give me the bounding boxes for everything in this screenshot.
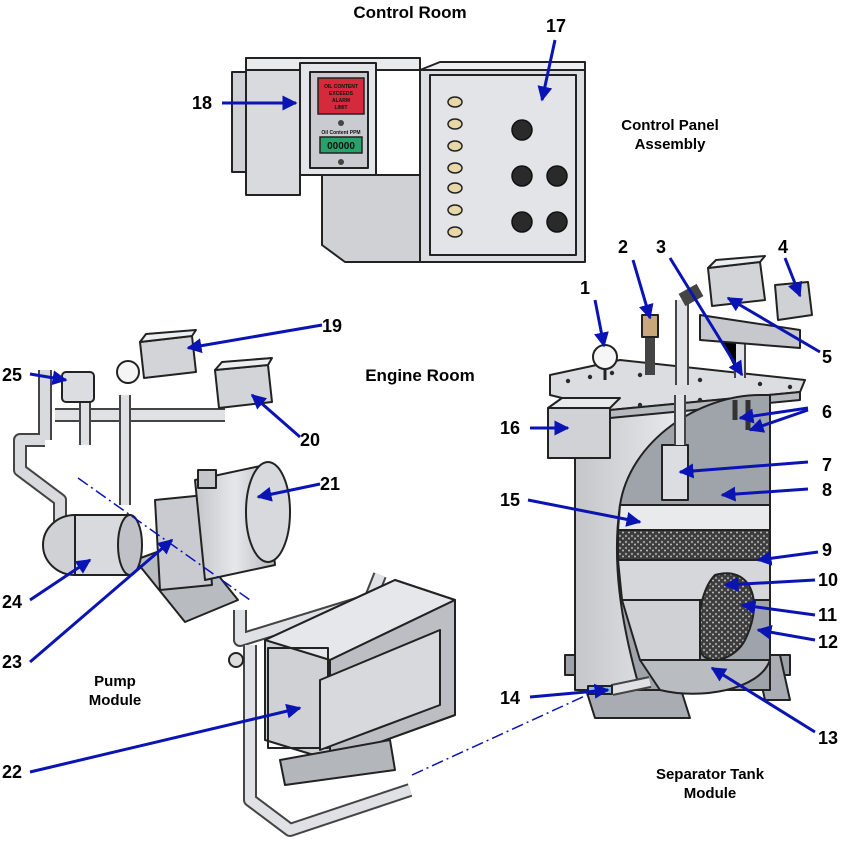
separator-module-title: Separator Tank Module xyxy=(635,765,785,803)
lamp-icon xyxy=(447,96,463,108)
arrow-3 xyxy=(668,257,744,377)
callout-22: 22 xyxy=(2,762,23,782)
arrow-1 xyxy=(593,299,609,348)
knob-icon xyxy=(511,165,533,187)
ppm-label: Oil Content PPM xyxy=(321,130,360,136)
callout-9: 9 xyxy=(822,540,833,560)
lamp-icon xyxy=(447,140,463,152)
arrow-21 xyxy=(256,482,321,502)
arrow-6a xyxy=(738,406,809,424)
alarm-line-3: ALARM xyxy=(332,98,350,104)
control-panel-assembly xyxy=(231,57,586,263)
callout-13: 13 xyxy=(818,728,839,748)
callout-2: 2 xyxy=(618,237,629,257)
pump-module xyxy=(13,329,456,837)
alarm-line-4: LIMIT xyxy=(334,105,347,111)
arrow-11 xyxy=(740,599,816,617)
callout-5: 5 xyxy=(822,347,833,367)
pump-module-title: Pump Module xyxy=(70,672,160,710)
lid-bolts xyxy=(565,370,793,408)
control-panel-title-line-1: Control Panel xyxy=(621,117,719,134)
arrow-23 xyxy=(29,538,174,664)
arrow-12 xyxy=(756,624,816,642)
arrow-24 xyxy=(29,558,92,602)
callout-7: 7 xyxy=(822,455,833,475)
arrow-19 xyxy=(186,323,323,354)
arrow-10 xyxy=(723,576,816,592)
ppm-display xyxy=(319,136,363,154)
knob-icon xyxy=(546,211,568,233)
arrow-8 xyxy=(720,486,809,502)
callout-20: 20 xyxy=(300,430,321,450)
arrow-15 xyxy=(527,498,642,527)
arrow-4 xyxy=(783,257,803,298)
callout-12: 12 xyxy=(818,632,839,652)
pump-module-title-line-1: Pump xyxy=(94,673,136,690)
knob-icon xyxy=(546,165,568,187)
arrow-2 xyxy=(631,259,654,320)
arrow-20 xyxy=(250,393,301,439)
ppm-value: 00000 xyxy=(327,141,355,152)
arrow-7 xyxy=(678,460,809,479)
callout-1: 1 xyxy=(580,278,591,298)
callout-16: 16 xyxy=(500,418,521,438)
callout-arrows xyxy=(29,39,821,774)
callout-10: 10 xyxy=(818,570,839,590)
screw-icon xyxy=(338,120,344,126)
arrow-6b xyxy=(748,408,809,433)
lamp-icon xyxy=(447,162,463,174)
knob-icon xyxy=(511,211,533,233)
callout-4: 4 xyxy=(778,237,789,257)
pump-module-title-line-2: Module xyxy=(88,692,142,709)
knob-icon xyxy=(511,119,533,141)
arrow-25 xyxy=(29,370,68,386)
callout-25: 25 xyxy=(2,365,23,385)
oil-content-display: OIL CONTENT EXCEEDS ALARM LIMIT Oil Cont… xyxy=(317,77,365,165)
indicator-lamps xyxy=(447,96,463,238)
arrow-17 xyxy=(537,39,557,102)
screw-icon xyxy=(338,159,344,165)
arrow-14 xyxy=(529,683,610,699)
callout-8: 8 xyxy=(822,480,833,500)
callout-11: 11 xyxy=(818,605,838,625)
callout-19: 19 xyxy=(322,316,343,336)
callout-15: 15 xyxy=(500,490,521,510)
callout-14: 14 xyxy=(500,688,521,708)
lamp-icon xyxy=(447,204,463,216)
arrow-5 xyxy=(726,296,821,354)
engine-room-title: Engine Room xyxy=(365,366,475,385)
arrow-9 xyxy=(756,550,819,566)
callout-24: 24 xyxy=(2,592,23,612)
separator-module-title-line-1: Separator Tank xyxy=(655,766,765,783)
alarm-light xyxy=(317,77,365,115)
arrow-13 xyxy=(710,666,816,734)
callout-6: 6 xyxy=(822,402,833,422)
callout-3: 3 xyxy=(656,237,667,257)
lamp-icon xyxy=(447,226,463,238)
callout-23: 23 xyxy=(2,652,23,672)
selector-knobs xyxy=(511,119,568,233)
control-panel-title-line-2: Assembly xyxy=(634,136,706,153)
control-panel-title: Control Panel Assembly xyxy=(600,116,740,154)
callout-21: 21 xyxy=(320,474,341,494)
arrow-22 xyxy=(29,703,302,774)
callout-17: 17 xyxy=(546,16,567,36)
flow-lines xyxy=(77,477,599,776)
callout-18: 18 xyxy=(192,93,213,113)
control-room-title: Control Room xyxy=(353,3,467,22)
lamp-icon xyxy=(447,182,463,194)
alarm-line-1: OIL CONTENT xyxy=(324,84,358,90)
lamp-icon xyxy=(447,118,463,130)
alarm-line-2: EXCEEDS xyxy=(329,91,354,97)
separator-module-title-line-2: Module xyxy=(683,785,737,802)
